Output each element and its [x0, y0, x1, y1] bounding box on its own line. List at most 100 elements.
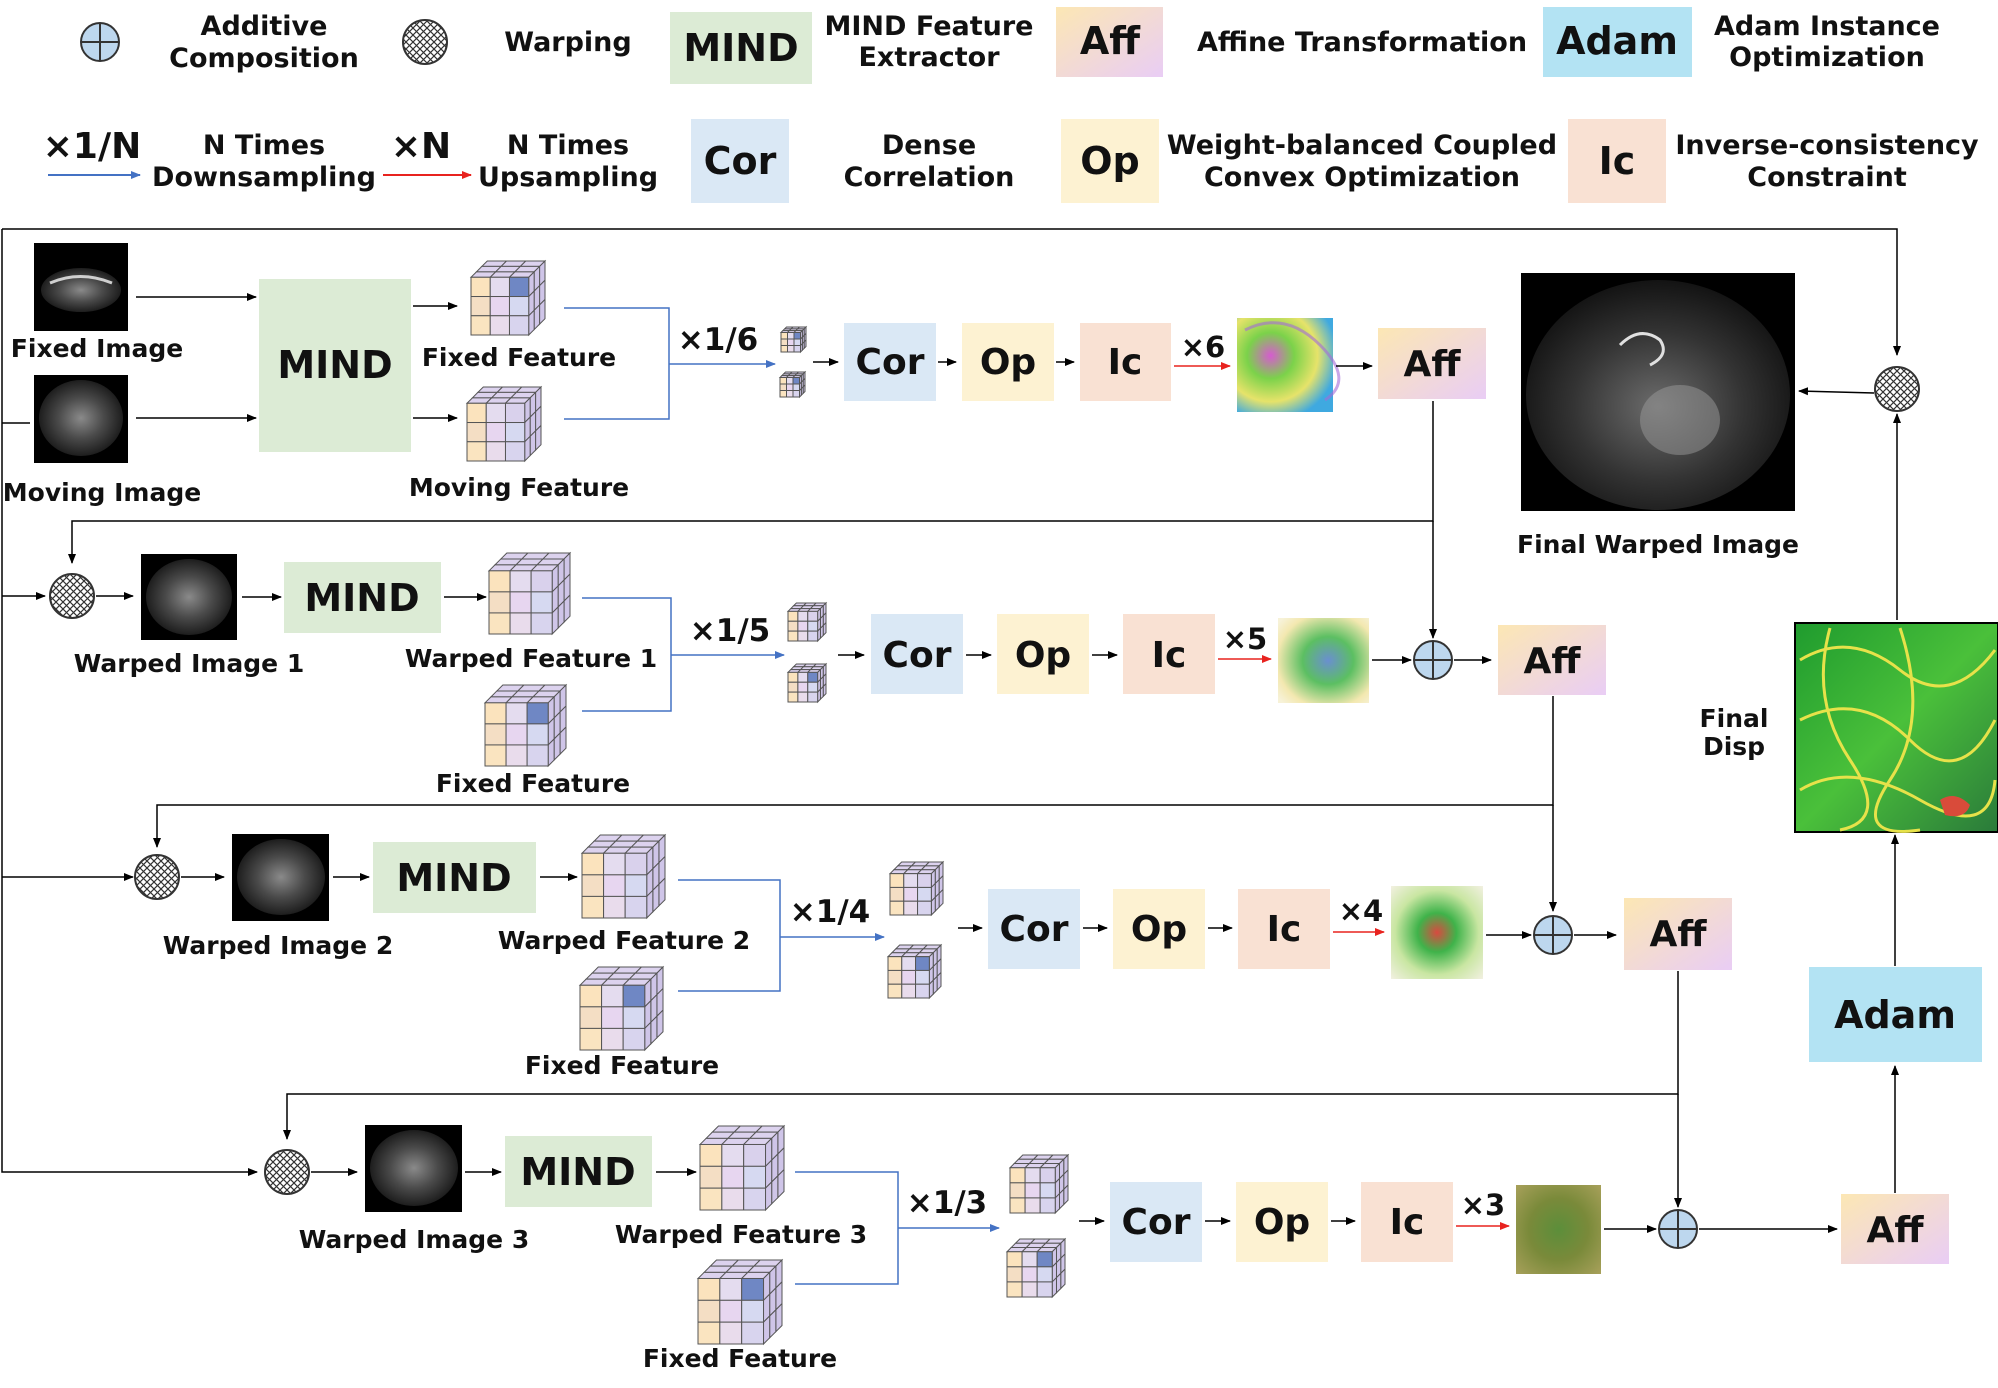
final-aff-label: Aff [1866, 1210, 1924, 1251]
fixed-image-label: Fixed Image [11, 334, 183, 363]
fixed-feature-label: Fixed Feature [436, 769, 630, 798]
ic-label: Ic [1267, 909, 1302, 950]
upsample-label: ×3 [1461, 1188, 1505, 1222]
final-warped-image [1521, 273, 1795, 511]
op-block [1113, 889, 1205, 969]
connector-top [2, 228, 1901, 356]
mind-block [505, 1136, 652, 1207]
legend-mind-desc: MIND Feature [825, 11, 1034, 42]
warped-feature-cube [487, 551, 572, 636]
legend-cor-label: Dense [882, 130, 976, 161]
warped-feature-label: Warped Feature 3 [615, 1220, 867, 1249]
warped-image-label: Warped Image 2 [163, 931, 394, 960]
fixed-image [34, 243, 128, 331]
warped-feature-cube [698, 1124, 786, 1212]
op-label: Op [1254, 1202, 1310, 1243]
legend-up-label-2: Upsampling [478, 162, 658, 193]
displacement-field [1391, 886, 1483, 979]
displacement-field [1278, 618, 1369, 703]
warped-image-label: Warped Image 1 [74, 649, 305, 678]
cor-label: Cor [1000, 909, 1069, 950]
moving-image [34, 375, 128, 463]
cor-block [844, 323, 936, 401]
cor-label: Cor [1122, 1202, 1191, 1243]
final-disp-label-2: Disp [1703, 732, 1765, 761]
small-cube-a [779, 325, 808, 354]
upsample-label: ×6 [1181, 330, 1225, 364]
adam-block [1809, 967, 1982, 1062]
mind-label: MIND [304, 576, 419, 620]
legend-down-symbol: ×1/N [43, 126, 142, 167]
op-label: Op [1015, 635, 1071, 676]
moving-feature-label: Moving Feature [409, 473, 629, 502]
stage-1: Fixed Image Moving Image MIND Fixed Feat… [3, 243, 1486, 507]
downsample-label: ×1/6 [678, 322, 758, 358]
mind-label: MIND [277, 343, 392, 387]
legend-ic-swatch [1568, 119, 1666, 203]
op-label: Op [1131, 909, 1187, 950]
downsample-label: ×1/5 [690, 613, 770, 649]
cor-label: Cor [856, 342, 925, 383]
stage-2: Warped Image 1 MIND Warped Feature 1 Fix… [49, 551, 1606, 798]
legend-adam-desc-2: Optimization [1729, 42, 1925, 73]
op-block [997, 614, 1089, 694]
fixed-feature-label: Fixed Feature [643, 1344, 837, 1373]
legend-op-label: Weight-balanced Coupled [1167, 130, 1557, 161]
legend-aff-desc: Affine Transformation [1197, 27, 1527, 58]
legend-additive-label-2: Composition [169, 43, 359, 74]
fixed-feature-cube [696, 1258, 784, 1346]
cor-label: Cor [883, 635, 952, 676]
final-warped-image-label: Final Warped Image [1517, 530, 1799, 559]
displacement-field [1237, 318, 1341, 412]
ic-block [1238, 889, 1330, 969]
warped-image-label: Warped Image 3 [299, 1225, 530, 1254]
small-cube-a [888, 860, 945, 917]
plus-icon [1413, 640, 1453, 680]
ic-label: Ic [1108, 342, 1143, 383]
plus-icon [80, 22, 120, 62]
legend-down-label: N Times [203, 130, 325, 161]
aff-block [1378, 328, 1486, 399]
legend-adam-tag: Adam [1556, 19, 1678, 63]
legend-cor-tag: Cor [704, 139, 777, 183]
warped-image [365, 1125, 462, 1212]
fixed-feature-cube [483, 683, 568, 768]
legend-warping-label: Warping [504, 27, 632, 58]
warp-node [134, 854, 180, 900]
warped-feature-cube [580, 833, 667, 920]
legend-mind-tag: MIND [683, 26, 798, 70]
legend-up-symbol: ×N [391, 126, 451, 167]
legend-additive-label: Additive [201, 11, 328, 42]
plus-icon [1658, 1209, 1698, 1249]
warp-node [49, 573, 95, 619]
legend-mind-desc-2: Extractor [858, 42, 1000, 73]
warped-feature-label: Warped Feature 2 [498, 926, 750, 955]
op-label: Op [980, 342, 1036, 383]
legend-down-label-2: Downsampling [152, 162, 376, 193]
ic-label: Ic [1152, 635, 1187, 676]
fixed-feature-cube [469, 259, 547, 337]
op-block [962, 323, 1054, 401]
small-cube-b [786, 662, 828, 704]
downsample-label: ×1/3 [907, 1185, 987, 1221]
connector-left-spine [1, 229, 258, 1176]
cor-block [871, 614, 963, 694]
cor-block [988, 889, 1080, 969]
ic-block [1123, 614, 1215, 694]
legend: Additive Composition Warping MIND MIND F… [43, 7, 1979, 203]
legend-adam-swatch [1543, 7, 1692, 77]
legend-adam-desc: Adam Instance [1714, 11, 1940, 42]
legend-cor-swatch [691, 119, 789, 203]
legend-op-label-2: Convex Optimization [1204, 162, 1520, 193]
adam-label: Adam [1834, 993, 1956, 1037]
legend-ic-label-2: Constraint [1747, 162, 1907, 193]
cor-block [1110, 1182, 1202, 1262]
final-column: Aff Adam Final Disp Final Warped Image [1517, 273, 1998, 1264]
small-cube-b [778, 370, 807, 399]
legend-op-tag: Op [1080, 139, 1140, 183]
moving-image-label: Moving Image [3, 478, 201, 507]
warped-image [141, 554, 237, 640]
final-displacement [1794, 622, 1998, 833]
small-cube-b [886, 943, 943, 1000]
legend-mind-swatch [670, 12, 812, 84]
